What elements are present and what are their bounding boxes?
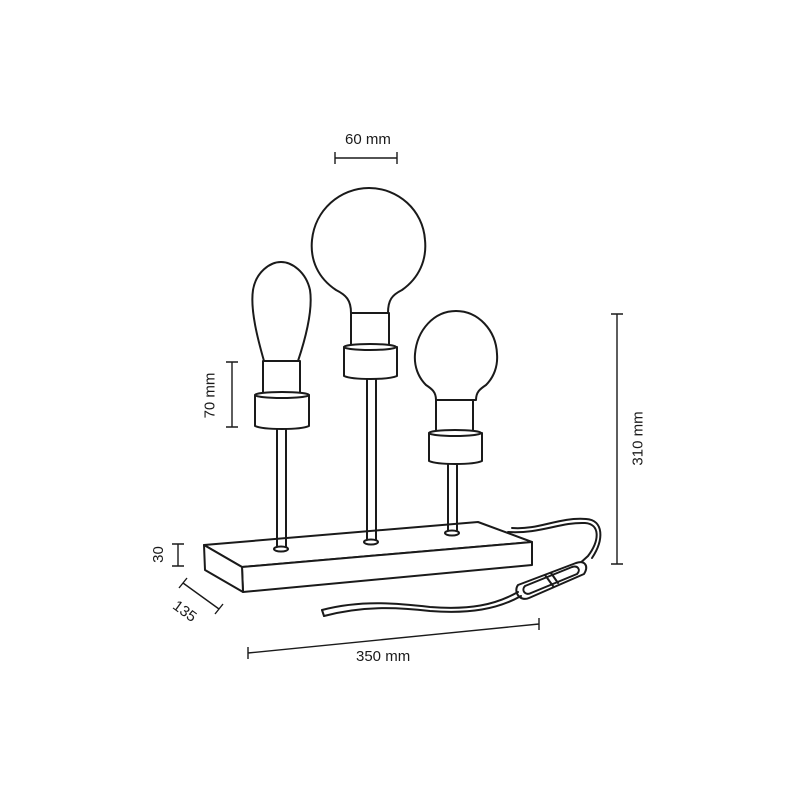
label-socket-height: 70 mm (201, 372, 219, 419)
dim-socket-height (226, 361, 238, 428)
dim-base-width (247, 618, 540, 659)
globe-bulb-small (413, 310, 499, 465)
floor-cable (321, 591, 522, 617)
label-bulb-diameter: 60 mm (345, 131, 391, 148)
dim-total-height (611, 313, 623, 565)
dim-base-height (172, 543, 184, 567)
label-base-height: 30 (149, 546, 167, 563)
inline-switch (515, 561, 588, 600)
label-total-height: 310 mm (629, 411, 647, 466)
label-base-width: 350 mm (356, 648, 411, 665)
power-cable (507, 517, 602, 566)
dim-base-depth (178, 577, 224, 615)
globe-bulb-large (310, 187, 427, 380)
dim-bulb-diameter (334, 152, 398, 164)
edison-bulb (251, 261, 312, 430)
rods (273, 377, 460, 553)
